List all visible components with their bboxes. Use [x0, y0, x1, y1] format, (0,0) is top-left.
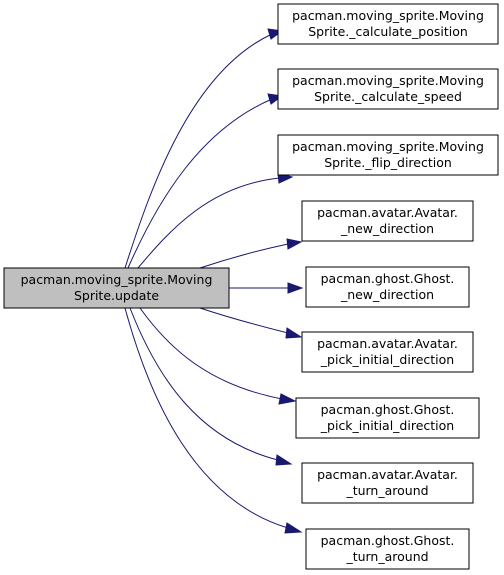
node-source-line1: pacman.moving_sprite.Moving [21, 272, 213, 287]
node-box [295, 397, 480, 439]
node-box [277, 134, 499, 176]
edge-to-avatar-turn-around [129, 307, 293, 466]
node-box [301, 331, 474, 373]
node-box [277, 3, 499, 45]
node-line1: pacman.ghost.Ghost. [321, 402, 455, 417]
node-line1: pacman.avatar.Avatar. [317, 336, 458, 351]
node-line2: Sprite._calculate_position [308, 24, 468, 39]
node-avatar-new-direction[interactable]: pacman.avatar.Avatar. _new_direction [301, 200, 474, 242]
node-line1: pacman.avatar.Avatar. [317, 205, 458, 220]
node-avatar-turn-around[interactable]: pacman.avatar.Avatar. _turn_around [301, 462, 474, 504]
node-flip-direction[interactable]: pacman.moving_sprite.Moving Sprite._flip… [277, 134, 499, 176]
node-box [301, 200, 474, 242]
node-line1: pacman.avatar.Avatar. [317, 467, 458, 482]
node-line2: _pick_initial_direction [320, 352, 454, 367]
node-line1: pacman.moving_sprite.Moving [292, 139, 484, 154]
edge-to-flip-direction [137, 172, 294, 269]
edge-to-ghost-turn-around [124, 307, 303, 534]
edge-to-avatar-new-direction [199, 238, 303, 269]
node-ghost-pick-initial-direction[interactable]: pacman.ghost.Ghost. _pick_initial_direct… [295, 397, 480, 439]
edge-to-ghost-pick-initial [139, 307, 297, 405]
node-line1: pacman.ghost.Ghost. [321, 533, 455, 548]
node-line1: pacman.moving_sprite.Moving [292, 8, 484, 23]
edge-to-calculate-position [124, 28, 284, 269]
node-ghost-turn-around[interactable]: pacman.ghost.Ghost. _turn_around [305, 528, 470, 570]
node-line2: _turn_around [345, 549, 428, 564]
edge-to-avatar-pick-initial [199, 307, 303, 339]
node-source-line2: Sprite.update [74, 288, 159, 303]
node-box [277, 68, 499, 110]
node-avatar-pick-initial-direction[interactable]: pacman.avatar.Avatar. _pick_initial_dire… [301, 331, 474, 373]
node-calculate-position[interactable]: pacman.moving_sprite.Moving Sprite._calc… [277, 3, 499, 45]
node-ghost-new-direction[interactable]: pacman.ghost.Ghost. _new_direction [305, 266, 470, 308]
edge-to-ghost-new-direction [229, 282, 304, 294]
node-line2: _new_direction [340, 221, 434, 236]
node-source-update[interactable]: pacman.moving_sprite.Moving Sprite.updat… [3, 267, 230, 309]
node-line2: _new_direction [340, 287, 434, 302]
node-box [305, 528, 470, 570]
node-line2: _turn_around [345, 483, 428, 498]
node-line1: pacman.ghost.Ghost. [321, 271, 455, 286]
node-box [305, 266, 470, 308]
node-line2: _pick_initial_direction [320, 418, 454, 433]
node-source-box [3, 267, 230, 309]
node-line2: Sprite._calculate_speed [314, 89, 462, 104]
node-calculate-speed[interactable]: pacman.moving_sprite.Moving Sprite._calc… [277, 68, 499, 110]
node-line1: pacman.moving_sprite.Moving [292, 73, 484, 88]
node-box [301, 462, 474, 504]
node-line2: Sprite._flip_direction [324, 155, 452, 170]
